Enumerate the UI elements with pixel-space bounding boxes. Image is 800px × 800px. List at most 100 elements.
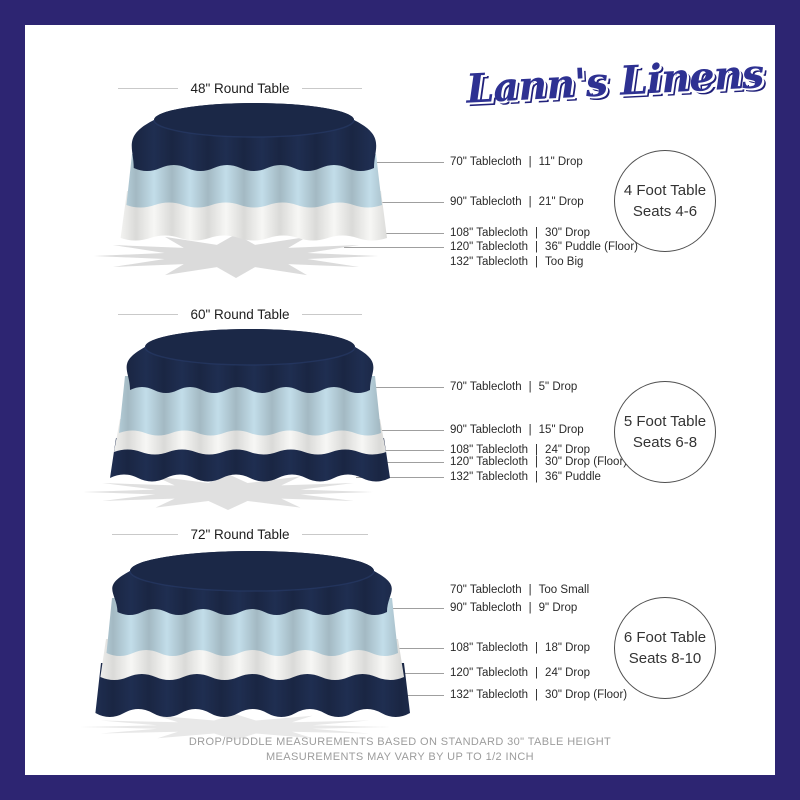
leader-line <box>333 233 444 234</box>
table-illustration-72 <box>80 546 410 751</box>
footer-line2: MEASUREMENTS MAY VARY BY UP TO 1/2 INCH <box>265 751 535 763</box>
drop-value: 15" Drop <box>538 424 584 436</box>
footer-disclaimer: DROP/PUDDLE MEASUREMENTS BASED ON STANDA… <box>25 735 775 765</box>
footer-line1: DROP/PUDDLE MEASUREMENTS BASED ON STANDA… <box>188 736 612 748</box>
seating-capacity: Seats 6-8 <box>632 434 698 451</box>
table-size-text: 60" Round Table <box>190 307 290 322</box>
seating-size: 6 Foot Table <box>623 629 707 646</box>
spec-row: 132" Tablecloth | 30" Drop (Floor) <box>450 689 627 702</box>
spec-row: 90" Tablecloth|9" Drop <box>450 602 577 615</box>
separator: | <box>535 471 539 483</box>
label-rule-right <box>301 314 362 315</box>
separator: | <box>528 156 532 168</box>
drop-value: 21" Drop <box>538 196 584 208</box>
leader-line <box>344 387 444 388</box>
label-rule-right <box>301 534 368 535</box>
separator: | <box>535 642 539 654</box>
drop-value: 24" Drop <box>545 444 591 456</box>
separator: | <box>528 602 532 614</box>
leader-line <box>340 430 444 431</box>
drop-value: 5" Drop <box>538 381 578 393</box>
spec-row: 132" Tablecloth|36" Puddle <box>450 471 601 484</box>
tablecloth-size: 108" Tablecloth <box>450 227 529 239</box>
tablecloth-size: 120" Tablecloth <box>450 241 529 253</box>
spec-row: 90" Tablecloth | 21" Drop <box>450 196 584 209</box>
tablecloth-size: 70" Tablecloth <box>450 584 522 596</box>
drop-value: 18" Drop <box>545 642 591 654</box>
spec-row: 132" Tablecloth|Too Big <box>450 256 583 269</box>
spec-row: 108" Tablecloth | 18" Drop <box>450 642 590 655</box>
drop-value: Too Small <box>538 584 590 596</box>
table-size-text: 72" Round Table <box>190 527 290 542</box>
spec-row: 108" Tablecloth|30" Drop <box>450 227 590 240</box>
table-rim-highlight <box>153 119 355 138</box>
tablecloth-size: 132" Tablecloth <box>450 689 529 701</box>
tablecloth-size: 90" Tablecloth <box>450 602 522 614</box>
separator: | <box>528 424 532 436</box>
floor-shadow <box>94 234 378 278</box>
floor-shadow <box>80 714 390 740</box>
table-cloth-drawing <box>83 329 390 510</box>
table-top-surface <box>145 329 355 365</box>
tablecloth-size: 120" Tablecloth <box>450 456 529 468</box>
seating-capacity: Seats 8-10 <box>628 650 702 667</box>
tablecloth-size: 132" Tablecloth <box>450 256 529 268</box>
tablecloth-size: 132" Tablecloth <box>450 471 529 483</box>
leader-line <box>356 477 444 478</box>
drop-value: 30" Drop (Floor) <box>545 689 628 701</box>
table-cloth-drawing <box>80 551 410 740</box>
label-rule-right <box>301 88 362 89</box>
separator: | <box>535 456 539 468</box>
table-top-surface <box>130 551 374 591</box>
seating-capacity: Seats 4-6 <box>632 203 698 220</box>
leader-line <box>344 462 444 463</box>
seating-size: 5 Foot Table <box>623 413 707 430</box>
table-rim-highlight <box>144 346 356 366</box>
spec-row: 108" Tablecloth | 24" Drop <box>450 444 590 457</box>
label-rule-left <box>112 534 179 535</box>
label-rule-left <box>118 314 179 315</box>
tablecloth-size: 70" Tablecloth <box>450 381 522 393</box>
table-size-label-60: 60" Round Table <box>118 306 362 323</box>
separator: | <box>528 196 532 208</box>
seating-circle-4ft: 4 Foot Table Seats 4-6 <box>614 150 716 252</box>
tablecloth-size: 70" Tablecloth <box>450 156 522 168</box>
brand-logo-text: Lann's Linens <box>465 49 765 113</box>
seating-circle-5ft: 5 Foot Table Seats 6-8 <box>614 381 716 483</box>
drop-value: 30" Drop (Floor) <box>545 456 628 468</box>
separator: | <box>535 667 539 679</box>
spec-row: 120" Tablecloth | 36" Puddle (Floor) <box>450 241 638 254</box>
spec-row: 90" Tablecloth | 15" Drop <box>450 424 584 437</box>
drop-value: Too Big <box>545 256 584 268</box>
table-top-surface <box>154 103 354 137</box>
table-size-text: 48" Round Table <box>190 81 290 96</box>
brand-logo: Lann's Linens <box>462 48 768 114</box>
seating-size: 4 Foot Table <box>623 182 707 199</box>
separator: | <box>535 444 539 456</box>
separator: | <box>535 241 539 253</box>
table-illustration-60 <box>83 324 390 514</box>
seating-circle-6ft: 6 Foot Table Seats 8-10 <box>614 597 716 699</box>
tablecloth-size: 108" Tablecloth <box>450 642 529 654</box>
leader-line <box>370 608 444 609</box>
table-cloth-drawing <box>94 103 388 278</box>
leader-line <box>362 648 444 649</box>
table-illustration-48 <box>94 98 390 290</box>
leader-line <box>336 450 444 451</box>
tablecloth-size: 108" Tablecloth <box>450 444 529 456</box>
drop-value: 36" Puddle (Floor) <box>545 241 638 253</box>
spec-row: 70" Tablecloth | 11" Drop <box>450 156 583 169</box>
floor-shadow <box>83 474 373 510</box>
drop-value: 11" Drop <box>538 156 583 168</box>
table-size-label-48: 48" Round Table <box>118 80 362 97</box>
tablecloth-size: 90" Tablecloth <box>450 424 522 436</box>
spec-row: 120" Tablecloth | 30" Drop (Floor) <box>450 456 627 469</box>
tablecloth-size: 90" Tablecloth <box>450 196 522 208</box>
leader-line <box>332 202 444 203</box>
spec-row: 70" Tablecloth|Too Small <box>450 584 589 597</box>
separator: | <box>535 689 539 701</box>
leader-line <box>334 162 444 163</box>
spec-row: 70" Tablecloth|5" Drop <box>450 381 577 394</box>
drop-value: 30" Drop <box>545 227 591 239</box>
